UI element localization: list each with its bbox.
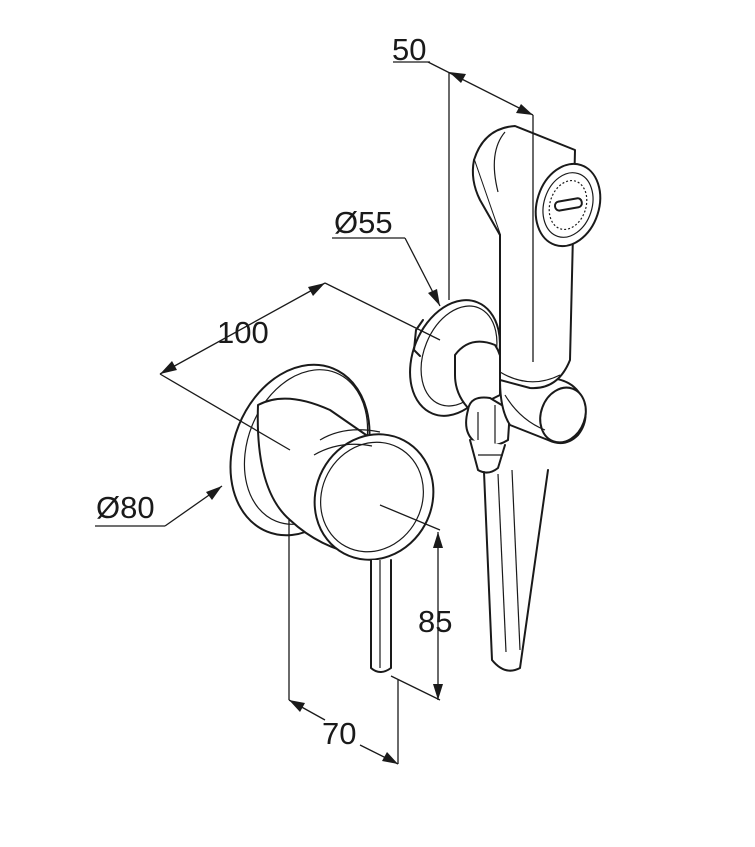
mixer-valve (229, 363, 435, 673)
label-50: 50 (392, 32, 426, 67)
dimension-lever-height: 85 (379, 504, 452, 701)
dimension-projection-depth: 70 (288, 520, 399, 765)
label-o55: Ø55 (334, 205, 393, 240)
label-100: 100 (217, 315, 269, 350)
hose-connector (465, 396, 511, 474)
dimension-total-width: 100 (159, 282, 441, 451)
label-o80: Ø80 (96, 490, 155, 525)
dimension-hose-outlet-offset: 50 (392, 32, 534, 362)
label-85: 85 (418, 604, 452, 639)
mixer-body (256, 397, 435, 561)
mixer-lever (370, 559, 392, 673)
shower-holder (499, 377, 587, 445)
hand-shower-head (471, 125, 602, 390)
dimension-outlet-diameter: Ø55 (332, 205, 441, 307)
hand-shower-set (409, 125, 602, 672)
dimension-rosette-diameter: Ø80 (95, 485, 223, 527)
shower-hose (483, 469, 549, 672)
label-70: 70 (322, 716, 356, 751)
